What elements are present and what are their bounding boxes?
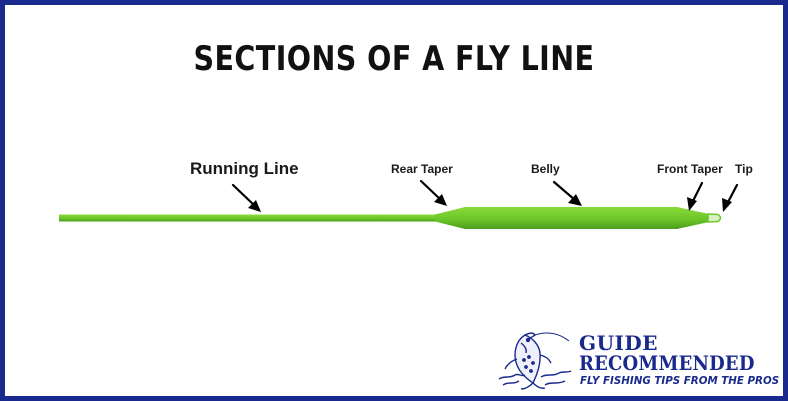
front-taper-arrow bbox=[687, 181, 704, 211]
rear-taper-segment bbox=[435, 207, 465, 229]
fly-line-diagram bbox=[59, 179, 739, 229]
front-taper-label: Front Taper bbox=[657, 162, 723, 176]
rear-taper-arrow bbox=[419, 179, 447, 206]
logo-recommended-text: RECOMMENDED bbox=[579, 351, 755, 375]
brand-logo: GUIDE RECOMMENDED FLY FISHING TIPS FROM … bbox=[489, 325, 779, 395]
tip-segment bbox=[707, 213, 722, 223]
tip-arrow bbox=[722, 183, 739, 212]
logo-tagline: FLY FISHING TIPS FROM THE PROS bbox=[580, 375, 780, 387]
logo-guide-text: GUIDE bbox=[579, 331, 658, 355]
belly-arrow bbox=[552, 180, 582, 206]
fish-logo-icon bbox=[498, 332, 572, 390]
page-title: SECTIONS OF A FLY LINE bbox=[193, 39, 595, 79]
running-line-arrow bbox=[231, 183, 261, 212]
rear-taper-label: Rear Taper bbox=[391, 162, 453, 176]
belly-label: Belly bbox=[531, 162, 560, 176]
front-taper-segment bbox=[677, 207, 709, 229]
running-line-segment bbox=[59, 214, 435, 222]
tip-label: Tip bbox=[735, 162, 753, 176]
belly-segment bbox=[464, 207, 678, 229]
running-line-label: Running Line bbox=[190, 159, 299, 178]
